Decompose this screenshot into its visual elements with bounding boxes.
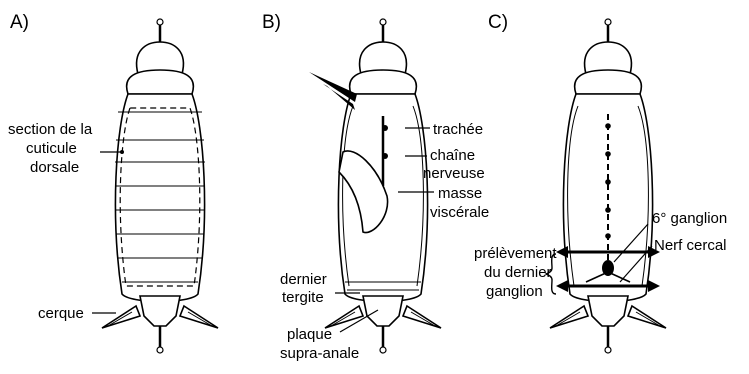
masse-label-line2: viscérale xyxy=(430,204,489,221)
ganglion-label: 6° ganglion xyxy=(652,210,727,227)
insect-b-drawing xyxy=(309,19,441,353)
panel-a-label: A) xyxy=(10,12,29,33)
panel-c-label: C) xyxy=(488,12,508,33)
trachee-label: trachée xyxy=(433,121,483,138)
masse-label-line1: masse xyxy=(438,185,482,202)
cerque-label: cerque xyxy=(38,305,84,322)
insect-c-drawing xyxy=(550,19,666,353)
tergite-label-line2: tergite xyxy=(282,289,324,306)
nerf-label: Nerf cercal xyxy=(654,237,727,254)
panel-c: C) 6° ganglion Nerf cer xyxy=(474,12,727,353)
panel-a: A) section de la cuticule dorsale cerque xyxy=(8,12,218,353)
cuticle-label-line1: section de la xyxy=(8,121,93,138)
prelev-label-line3: ganglion xyxy=(486,283,543,300)
plaque-label-line1: plaque xyxy=(287,326,332,343)
prelev-label-line1: prélèvement xyxy=(474,245,557,262)
chaine-label-line1: chaîne xyxy=(430,147,475,164)
panel-b-label: B) xyxy=(262,12,281,33)
insect-a-drawing xyxy=(102,19,218,353)
cuticle-label-line3: dorsale xyxy=(30,159,79,176)
tergite-label-line1: dernier xyxy=(280,271,327,288)
panel-b: B) trachée chaîne nerveuse masse viscéra… xyxy=(262,12,489,362)
chaine-label-line2: nerveuse xyxy=(423,165,485,182)
plaque-label-line2: supra-anale xyxy=(280,345,359,362)
prelev-label-line2: du dernier xyxy=(484,264,552,281)
cuticle-label-line2: cuticule xyxy=(26,140,77,157)
